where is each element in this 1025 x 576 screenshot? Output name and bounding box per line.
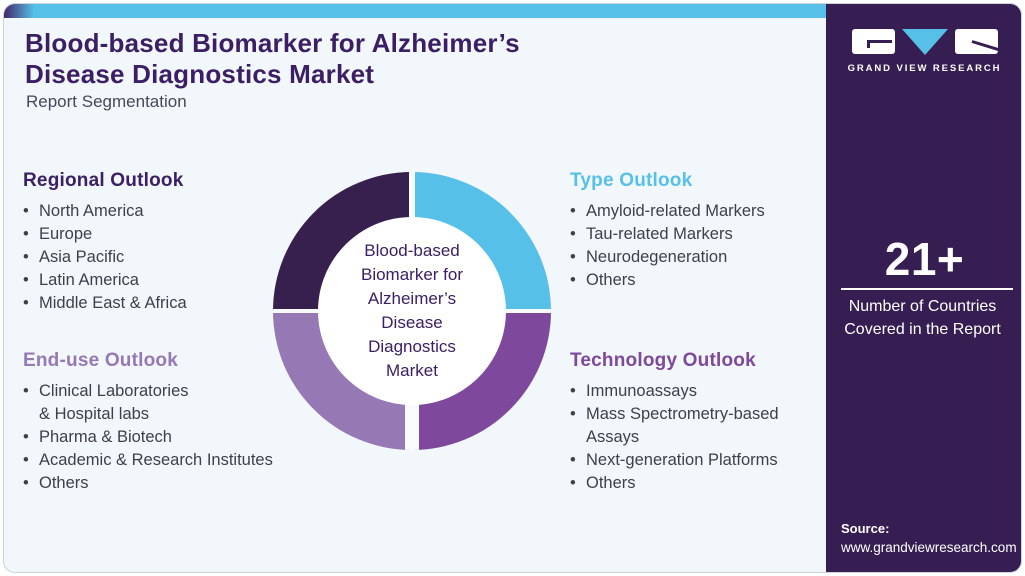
page-subtitle: Report Segmentation [26,92,187,111]
donut-center-label: Blood-based Biomarker for Alzheimer’s Di… [360,241,464,380]
list-item: •Mass Spectrometry-based Assays [570,405,779,446]
list-item: •Europe [23,223,288,246]
bullet-icon: • [23,202,29,220]
bullet-icon: • [570,405,576,423]
countries-count: 21+ [884,233,965,285]
page-title: Blood-based Biomarker for Alzheimer’s Di… [25,28,520,89]
list-item: •Latin America [23,269,288,292]
list-item: •Clinical Laboratories & Hospital labs [23,382,189,423]
technology-outlook-section: Technology Outlook •Immunoassays •Mass S… [570,349,835,495]
logo-v-icon [901,29,948,55]
stat-divider [841,288,1013,290]
gvr-logo: GRAND VIEW RESEARCH [826,29,1021,74]
regional-outlook-title: Regional Outlook [23,170,184,191]
list-item: •North America [23,200,288,223]
technology-outlook-list: •Immunoassays •Mass Spectrometry-based A… [570,380,835,495]
list-item: •Others [570,472,835,495]
countries-caption: Number of Countries Covered in the Repor… [844,298,1001,338]
enduse-outlook-title: End-use Outlook [23,350,178,371]
regional-outlook-section: Regional Outlook •North America •Europe … [23,169,288,315]
list-item: •Tau-related Markers [570,223,835,246]
bullet-icon: • [570,382,576,400]
enduse-outlook-section: End-use Outlook •Clinical Laboratories &… [23,349,288,495]
bullet-icon: • [23,248,29,266]
list-item: •Neurodegeneration [570,246,835,269]
list-item: •Middle East & Africa [23,292,288,315]
source-url-link[interactable]: www.grandviewresearch.com [841,540,1017,555]
bullet-icon: • [570,474,576,492]
source-label: Source: [841,521,890,536]
brand-sidebar: GRAND VIEW RESEARCH 21+ Number of Countr… [826,4,1021,572]
type-outlook-list: •Amyloid-related Markers •Tau-related Ma… [570,200,835,292]
regional-outlook-list: •North America •Europe •Asia Pacific •La… [23,200,288,315]
bullet-icon: • [570,451,576,469]
list-item: •Asia Pacific [23,246,288,269]
logo-wordmark: GRAND VIEW RESEARCH [847,63,1002,74]
bullet-icon: • [23,382,29,400]
type-outlook-title: Type Outlook [570,170,693,191]
bullet-icon: • [23,294,29,312]
list-item: •Others [23,472,288,495]
technology-outlook-title: Technology Outlook [570,350,756,371]
list-item: •Academic & Research Institutes [23,449,288,472]
source-block: Source: www.grandviewresearch.com [841,519,1017,557]
bullet-icon: • [23,474,29,492]
bullet-icon: • [570,271,576,289]
list-item: •Next-generation Platforms [570,449,835,472]
enduse-outlook-list: •Clinical Laboratories & Hospital labs •… [23,380,288,495]
list-item: •Amyloid-related Markers [570,200,835,223]
list-item: •Pharma & Biotech [23,426,288,449]
top-accent-bar [4,4,1021,18]
logo-g-icon [851,29,895,54]
bullet-icon: • [23,451,29,469]
donut-center: Blood-based Biomarker for Alzheimer’s Di… [318,217,506,405]
list-item: •Immunoassays [570,380,835,403]
list-item: •Others [570,269,835,292]
type-outlook-section: Type Outlook •Amyloid-related Markers •T… [570,169,835,292]
logo-r-icon [954,29,998,54]
bullet-icon: • [570,225,576,243]
bullet-icon: • [570,202,576,220]
bullet-icon: • [570,248,576,266]
bullet-icon: • [23,428,29,446]
report-card: Blood-based Biomarker for Alzheimer’s Di… [3,3,1022,573]
bullet-icon: • [23,271,29,289]
segmentation-donut-chart: Blood-based Biomarker for Alzheimer’s Di… [273,172,551,450]
bullet-icon: • [23,225,29,243]
